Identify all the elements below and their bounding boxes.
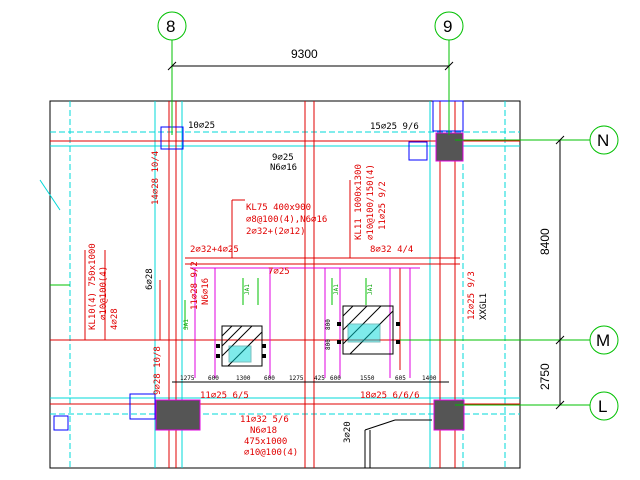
top-left-beam-label: 10⌀25 bbox=[188, 121, 215, 131]
kl10-label-1: KL10(4) 750x1000 bbox=[88, 243, 98, 330]
svg-text:N: N bbox=[597, 131, 609, 150]
kl75-label-3: 2⌀32+(2⌀12) bbox=[246, 227, 306, 237]
chain-3: 600 bbox=[264, 375, 275, 382]
bottom-label-2: N6⌀18 bbox=[250, 426, 277, 436]
left-lower-vertical-label: 9⌀28 10/8 bbox=[153, 346, 163, 395]
kl11-label-3: 11⌀25 9/2 bbox=[378, 181, 388, 230]
mid-top-label-2: N6⌀16 bbox=[270, 163, 297, 173]
axis-bubble-n: N bbox=[589, 125, 619, 155]
six28-label: 6⌀28 bbox=[145, 268, 155, 290]
chain-1: 600 bbox=[208, 375, 219, 382]
mid-11x28-label: 11⌀28 9/2 bbox=[190, 261, 200, 310]
blue-markers bbox=[53, 100, 464, 431]
green-label-1: JA1 bbox=[244, 284, 251, 295]
bottom-left-beam-label: 11⌀25 6/5 bbox=[200, 391, 249, 401]
magenta-lines bbox=[190, 267, 420, 378]
kl11-label-1: KL11 1000x1300 bbox=[354, 164, 364, 240]
right-xxgl-label: XXGL1 bbox=[479, 293, 489, 320]
chain-5: 425 bbox=[314, 375, 325, 382]
bottom-right-beam-label: 18⌀25 6/6/6 bbox=[360, 391, 420, 401]
kl10-label-2: ⌀10@100(4) bbox=[99, 266, 109, 320]
kl75-label-1: KL75 400x900 bbox=[246, 203, 311, 213]
bottom-label-4: ⌀10@100(4) bbox=[244, 448, 298, 458]
svg-text:M: M bbox=[596, 331, 610, 350]
bottom-dimension-chain: 1275 600 1300 600 1275 425 600 1550 605 … bbox=[172, 375, 449, 383]
bottom-3420-label: 3⌀20 bbox=[343, 421, 353, 443]
pile-label-1: 800 bbox=[325, 319, 332, 330]
chain-8: 605 bbox=[395, 375, 406, 382]
column-8-l bbox=[155, 399, 201, 431]
top-dimension bbox=[167, 61, 454, 71]
bottom-opening bbox=[364, 419, 432, 468]
mid-top-label-1: 9⌀25 bbox=[272, 153, 294, 163]
bottom-label-1: 11⌀32 5/6 bbox=[240, 415, 289, 425]
axis-bubble-8: 8 bbox=[157, 11, 187, 41]
axis-bubble-m: M bbox=[589, 325, 619, 355]
chain-2: 1300 bbox=[236, 375, 251, 382]
beam-8x32-label: 8⌀32 4/4 bbox=[370, 245, 413, 255]
axis-bubble-l: L bbox=[589, 391, 619, 421]
beam-2x32-label: 2⌀32+4⌀25 bbox=[190, 245, 239, 255]
green-label-3: JA1 bbox=[333, 284, 340, 295]
svg-text:8: 8 bbox=[166, 17, 175, 36]
pile-label-2: 800 bbox=[325, 339, 332, 350]
green-lines bbox=[50, 278, 367, 330]
chain-4: 1275 bbox=[289, 375, 304, 382]
axis-lines bbox=[171, 40, 590, 406]
chain-6: 600 bbox=[330, 375, 341, 382]
seven25-label: 7⌀25 bbox=[268, 267, 290, 277]
axis-bubble-9: 9 bbox=[434, 11, 464, 41]
kl11-label-2: ⌀10@100/150(4) bbox=[366, 164, 376, 240]
bottom-label-3: 475x1000 bbox=[244, 437, 287, 447]
chain-7: 1550 bbox=[360, 375, 375, 382]
svg-text:L: L bbox=[598, 397, 607, 416]
left-column-vertical-label: 14⌀28 10/4 bbox=[151, 151, 161, 205]
top-right-beam-label: 15⌀25 9/6 bbox=[370, 122, 419, 132]
right-12x25-label: 12⌀25 9/3 bbox=[467, 271, 477, 320]
column-9-n bbox=[435, 132, 464, 162]
mid-n6-label: N6⌀16 bbox=[201, 278, 211, 305]
green-label-2: JA1 bbox=[183, 319, 190, 330]
top-dimension-value: 9300 bbox=[291, 47, 318, 61]
right-dimension-lower: 2750 bbox=[538, 363, 552, 390]
chain-0: 1275 bbox=[180, 375, 195, 382]
chain-9: 1400 bbox=[422, 375, 437, 382]
green-label-4: JA1 bbox=[367, 284, 374, 295]
right-dimension bbox=[555, 135, 565, 410]
kl10-label-3: 4⌀28 bbox=[110, 308, 120, 330]
pile-caps bbox=[216, 305, 400, 367]
svg-text:9: 9 bbox=[443, 17, 452, 36]
kl75-label-2: ⌀8@100(4),N6⌀16 bbox=[246, 215, 327, 225]
right-dimension-upper: 8400 bbox=[538, 228, 552, 255]
